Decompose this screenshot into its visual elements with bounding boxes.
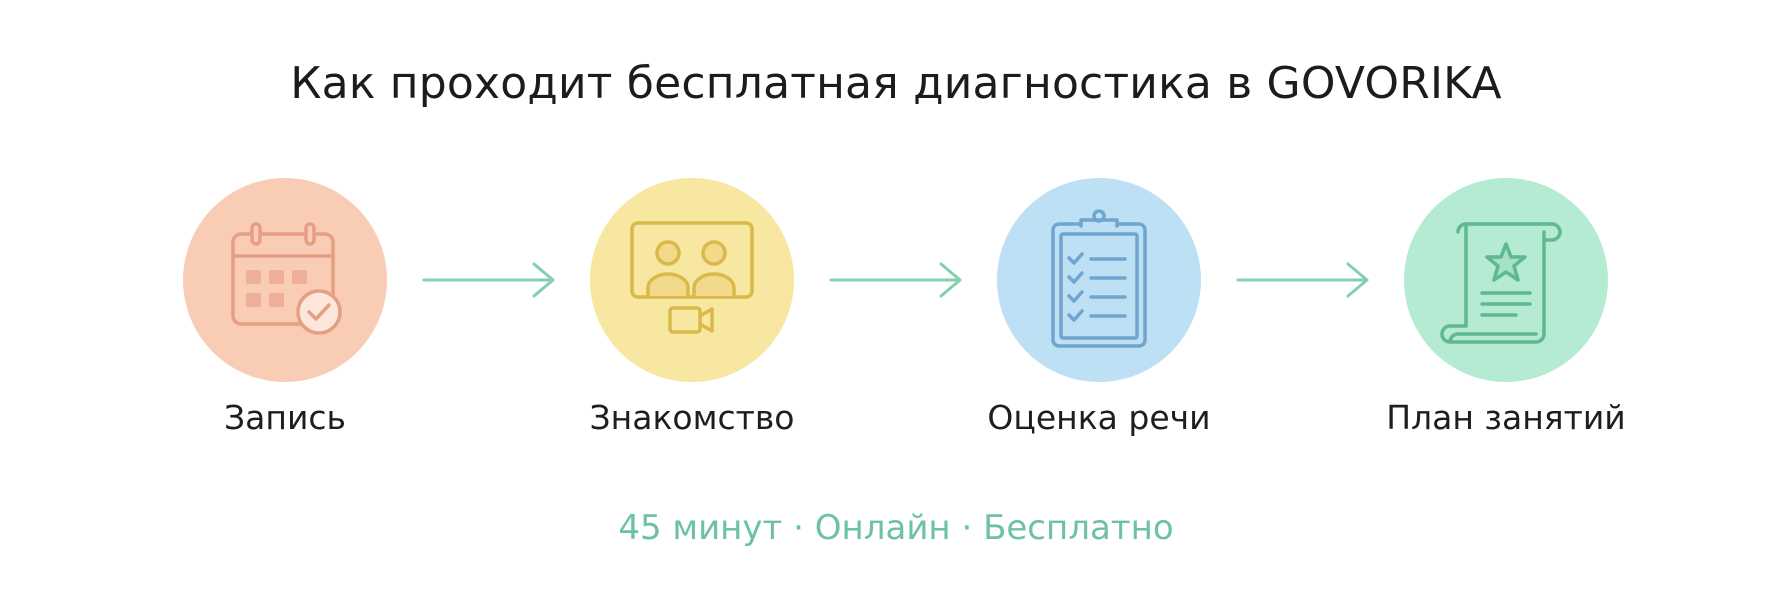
step-label-meeting: Знакомство <box>589 398 795 437</box>
step-label-booking: Запись <box>224 398 346 437</box>
step-circle-assessment <box>997 178 1201 382</box>
step-circle-meeting <box>590 178 794 382</box>
step-circle-plan <box>1404 178 1608 382</box>
clipboard-checklist-icon <box>1051 209 1147 348</box>
footer-summary: 45 минут · Онлайн · Бесплатно <box>618 508 1174 548</box>
arrow-right-icon <box>1236 262 1369 298</box>
step-label-plan: План занятий <box>1386 398 1626 437</box>
page-title: Как проходит бесплатная диагностика в GO… <box>290 58 1502 109</box>
arrow-right-icon <box>422 262 555 298</box>
step-label-assessment: Оценка речи <box>987 398 1211 437</box>
calendar-check-icon <box>231 222 342 335</box>
certificate-star-icon <box>1440 222 1562 344</box>
step-circle-booking <box>183 178 387 382</box>
video-call-icon <box>630 221 754 334</box>
arrow-right-icon <box>829 262 962 298</box>
